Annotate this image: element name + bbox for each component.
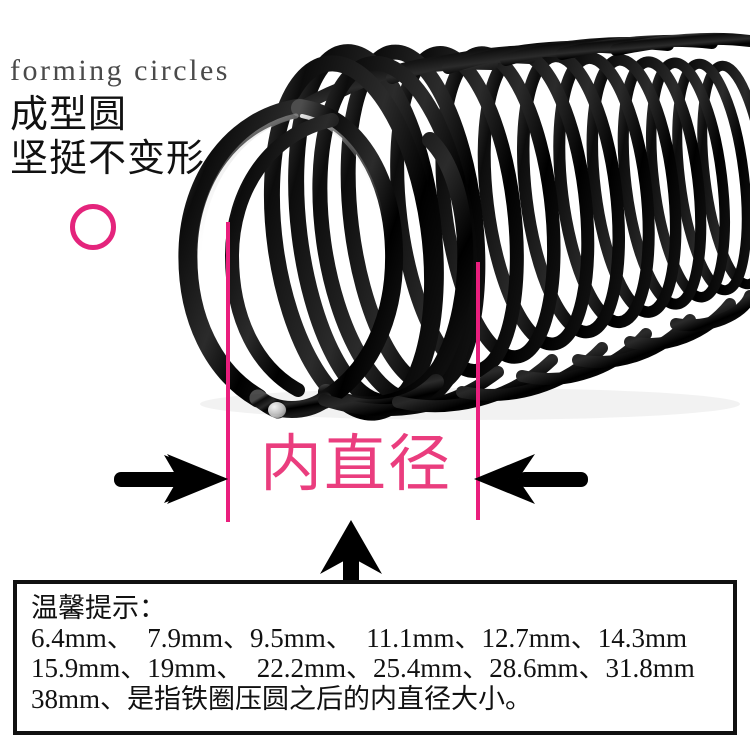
note-line-2: 15.9mm、19mm、 22.2mm、25.4mm、28.6mm、31.8mm xyxy=(31,653,695,684)
coil-top-strands xyxy=(294,32,750,114)
inner-diameter-label: 内直径 xyxy=(259,430,452,499)
coil-back-turns xyxy=(288,44,750,410)
arrow-up-icon xyxy=(316,518,386,589)
coil-second-turn xyxy=(318,132,474,416)
headline-block: forming circles 成型圆 坚挺不变形 xyxy=(10,55,230,181)
pink-circle-icon xyxy=(70,204,116,250)
chinese-title-line2: 坚挺不变形 xyxy=(10,138,206,181)
note-line-3: 38mm、是指铁圈压圆之后的内直径大小。 xyxy=(31,683,533,714)
coil-mid-turns xyxy=(263,55,478,421)
note-box: 温馨提示： 6.4mm、 7.9mm、9.5mm、 11.1mm、12.7mm、… xyxy=(13,580,737,735)
english-title: forming circles xyxy=(10,54,230,87)
note-line-1: 6.4mm、 7.9mm、9.5mm、 11.1mm、12.7mm、14.3mm xyxy=(31,623,688,654)
coil-bottom-strands xyxy=(318,290,750,417)
arrow-left-icon xyxy=(472,450,590,513)
arrow-right-icon xyxy=(112,450,230,513)
chinese-title-line1: 成型圆 xyxy=(10,93,128,136)
note-title: 温馨提示： xyxy=(31,593,166,623)
coil-wire-end xyxy=(249,389,287,419)
coil-inner-ring xyxy=(224,113,339,397)
